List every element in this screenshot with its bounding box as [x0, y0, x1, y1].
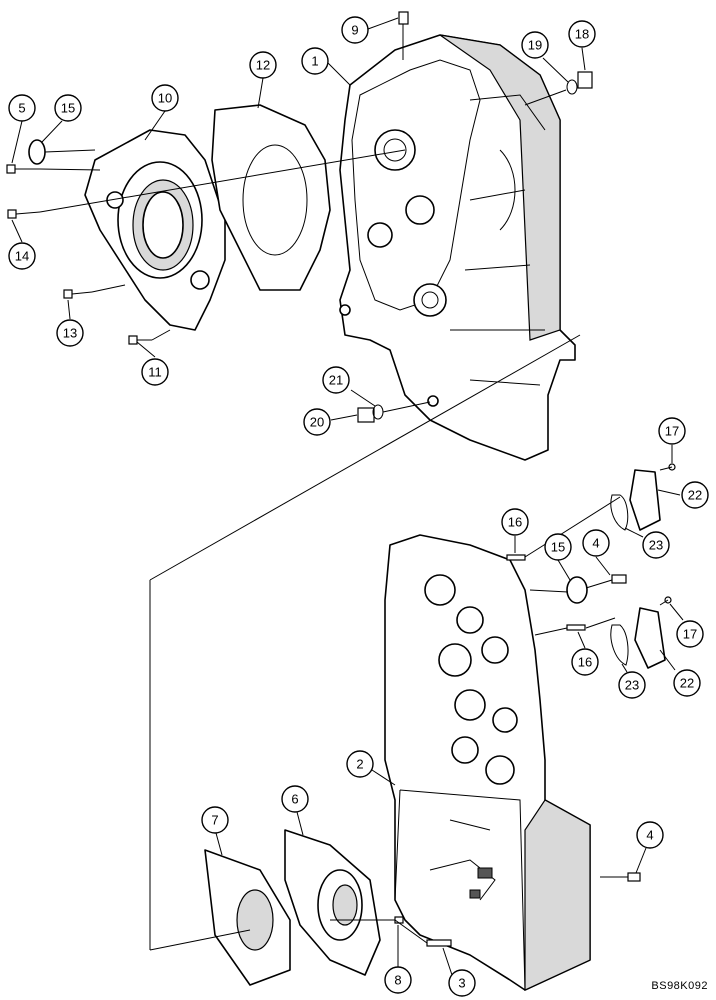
part-22-23-lower-set	[610, 607, 666, 669]
callout-9: 9	[341, 16, 369, 44]
callout-13: 13	[56, 319, 84, 347]
callout-4-upper: 4	[582, 529, 610, 557]
callout-22-upper: 22	[681, 481, 709, 509]
callout-23-lower: 23	[618, 671, 646, 699]
part-6-cover-plate	[284, 829, 381, 976]
svg-text:16: 16	[508, 515, 522, 530]
svg-text:17: 17	[665, 424, 679, 439]
part-12-gasket	[211, 104, 331, 291]
callout-18: 18	[568, 20, 596, 48]
callout-22-lower: 22	[673, 669, 701, 697]
fasteners	[6, 11, 676, 947]
callout-17-lower: 17	[676, 620, 704, 648]
svg-text:2: 2	[356, 757, 363, 772]
callout-4-lower: 4	[636, 821, 664, 849]
callout-3: 3	[448, 969, 476, 997]
part-22-23-upper-set	[610, 469, 661, 531]
svg-text:15: 15	[61, 101, 75, 116]
svg-text:19: 19	[528, 38, 542, 53]
callout-15-upper: 15	[54, 94, 82, 122]
svg-text:22: 22	[688, 488, 702, 503]
reference-code: BS98K092	[651, 980, 708, 992]
callout-8: 8	[384, 966, 412, 994]
callout-16-upper: 16	[501, 508, 529, 536]
svg-text:5: 5	[18, 101, 25, 116]
callout-14: 14	[8, 242, 36, 270]
svg-text:18: 18	[575, 27, 589, 42]
svg-text:20: 20	[310, 415, 324, 430]
svg-text:11: 11	[148, 365, 162, 380]
callout-21: 21	[322, 366, 350, 394]
svg-text:9: 9	[351, 23, 358, 38]
callout-1: 1	[301, 47, 329, 75]
callout-pointers	[11, 17, 684, 976]
callout-15-lower: 15	[544, 533, 572, 561]
svg-text:1: 1	[311, 54, 318, 69]
svg-text:4: 4	[646, 828, 653, 843]
callout-19: 19	[521, 31, 549, 59]
callout-10: 10	[151, 84, 179, 112]
callout-2: 2	[346, 750, 374, 778]
svg-text:22: 22	[680, 676, 694, 691]
svg-text:8: 8	[394, 973, 401, 988]
svg-text:21: 21	[329, 373, 343, 388]
part-2-lower-housing	[384, 534, 591, 991]
callout-17-upper: 17	[658, 417, 686, 445]
svg-text:17: 17	[683, 627, 697, 642]
callout-11: 11	[141, 358, 169, 386]
svg-text:23: 23	[625, 678, 639, 693]
part-1-upper-housing	[339, 34, 576, 461]
svg-text:23: 23	[649, 538, 663, 553]
svg-text:13: 13	[63, 326, 77, 341]
callout-6: 6	[281, 785, 309, 813]
callout-7: 7	[201, 806, 229, 834]
svg-text:14: 14	[15, 249, 29, 264]
part-7-shield	[204, 849, 291, 986]
svg-text:3: 3	[458, 976, 465, 991]
svg-text:7: 7	[211, 813, 218, 828]
callout-12: 12	[249, 51, 277, 79]
callout-23-upper: 23	[642, 531, 670, 559]
callout-5: 5	[8, 94, 36, 122]
svg-text:15: 15	[551, 540, 565, 555]
svg-text:10: 10	[158, 91, 172, 106]
svg-text:6: 6	[291, 792, 298, 807]
svg-text:16: 16	[578, 655, 592, 670]
callout-20: 20	[303, 408, 331, 436]
svg-text:12: 12	[256, 58, 270, 73]
svg-text:4: 4	[592, 536, 599, 551]
callout-16-lower: 16	[571, 648, 599, 676]
assembly-lines	[39, 89, 673, 951]
part-10-front-cover	[84, 129, 226, 331]
